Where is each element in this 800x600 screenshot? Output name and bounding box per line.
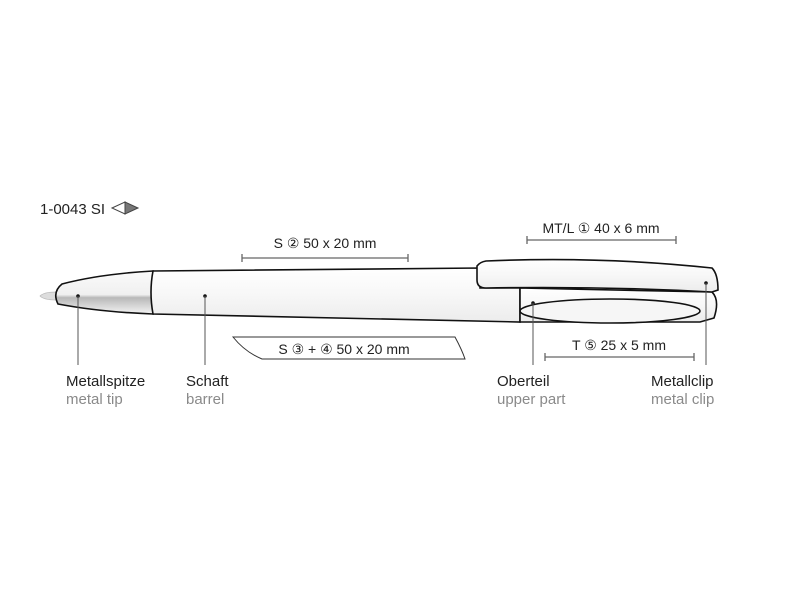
label-barrel-en: barrel bbox=[186, 391, 224, 408]
label-metal-clip-de: Metallclip bbox=[651, 373, 714, 390]
leader-metal-tip bbox=[76, 294, 80, 365]
label-metal-tip-de: Metallspitze bbox=[66, 373, 145, 390]
metal-clip bbox=[476, 258, 719, 293]
clip-dimension-line bbox=[526, 236, 677, 244]
metal-tip bbox=[54, 270, 154, 315]
half-filled-diamond-icon bbox=[110, 201, 140, 215]
label-metal-tip-en: metal tip bbox=[66, 391, 123, 408]
shaft-dimension-line bbox=[241, 254, 409, 262]
refill-tip bbox=[39, 291, 57, 301]
cap-print-dimension: T ⑤ 25 x 5 mm bbox=[572, 337, 666, 353]
label-upper-part-en: upper part bbox=[497, 391, 566, 408]
label-metal-clip-en: metal clip bbox=[651, 391, 714, 408]
leader-barrel bbox=[203, 294, 207, 365]
print-area-oval bbox=[519, 298, 701, 324]
label-upper-part-de: Oberteil bbox=[497, 373, 550, 390]
cap-dimension-line bbox=[544, 353, 695, 361]
label-barrel-de: Schaft bbox=[186, 373, 229, 390]
wrap-print-banner bbox=[231, 336, 466, 360]
wrap-print-dimension: S ③ + ④ 50 x 20 mm bbox=[278, 341, 409, 357]
clip-print-dimension: MT/L ① 40 x 6 mm bbox=[542, 220, 659, 236]
leader-upper-part bbox=[531, 301, 535, 365]
product-code: 1-0043 SI bbox=[40, 201, 105, 218]
shaft-print-dimension: S ② 50 x 20 mm bbox=[274, 235, 377, 251]
leader-metal-clip bbox=[704, 281, 708, 365]
